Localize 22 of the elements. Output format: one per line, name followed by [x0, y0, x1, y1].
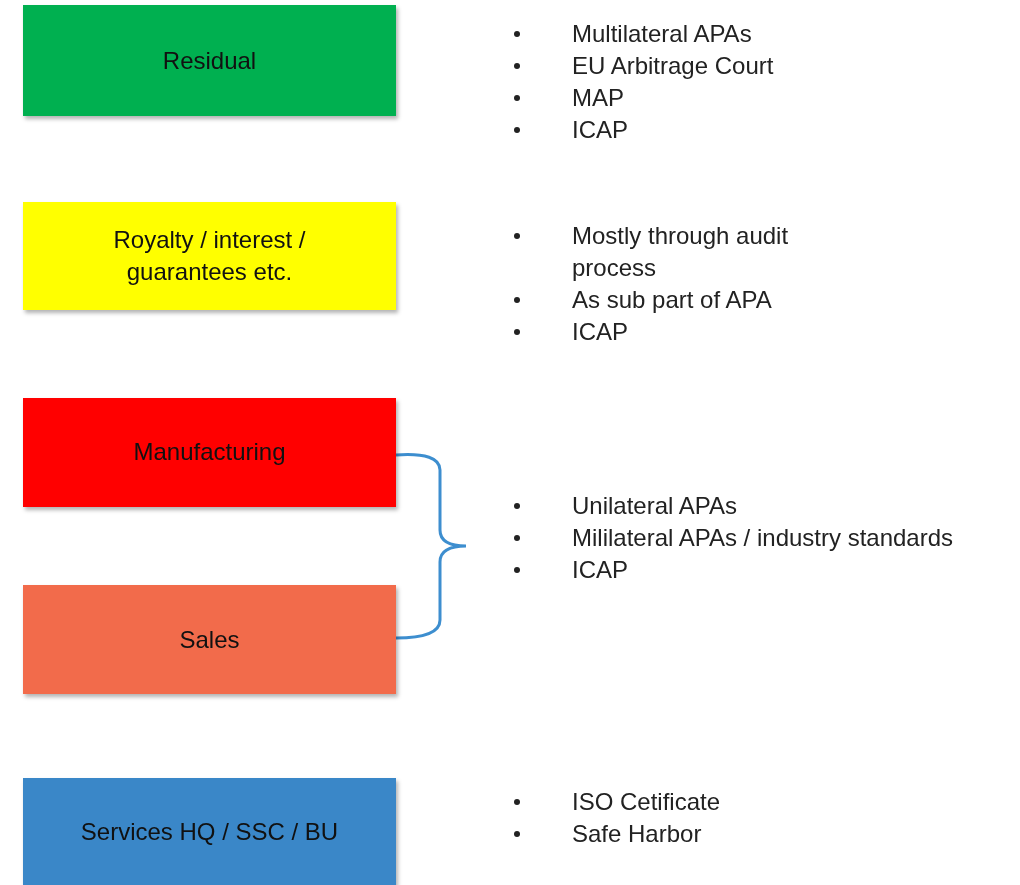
category-box: [23, 778, 396, 885]
box-label: Residual: [162, 45, 257, 76]
category-box: [23, 5, 396, 116]
bullet-text: ICAP: [572, 317, 628, 347]
category-box: [23, 585, 396, 694]
box-label: Royalty / interest / guarantees etc.: [112, 225, 307, 287]
bullet-text: Safe Harbor: [572, 819, 702, 849]
bullet-text: EU Arbitrage Court: [572, 51, 774, 81]
bullet-text: As sub part of APA: [572, 285, 772, 315]
box-label: Sales: [179, 624, 240, 655]
bullet-text: Mostly through audit process: [572, 221, 790, 283]
category-box: [23, 398, 396, 507]
bullet-text: Multilateral APAs: [572, 19, 752, 49]
bullet-text: ICAP: [572, 555, 628, 585]
box-label: Manufacturing: [133, 436, 286, 467]
bullet-text: ISO Cetificate: [572, 787, 721, 817]
box-label: Services HQ / SSC / BU: [80, 816, 339, 847]
bullet-text: ICAP: [572, 115, 628, 145]
category-box: [23, 202, 396, 310]
bullet-text: Mililateral APAs / industry standards: [572, 523, 954, 553]
bullet-text: MAP: [572, 83, 624, 113]
bullet-text: Unilateral APAs: [572, 491, 737, 521]
